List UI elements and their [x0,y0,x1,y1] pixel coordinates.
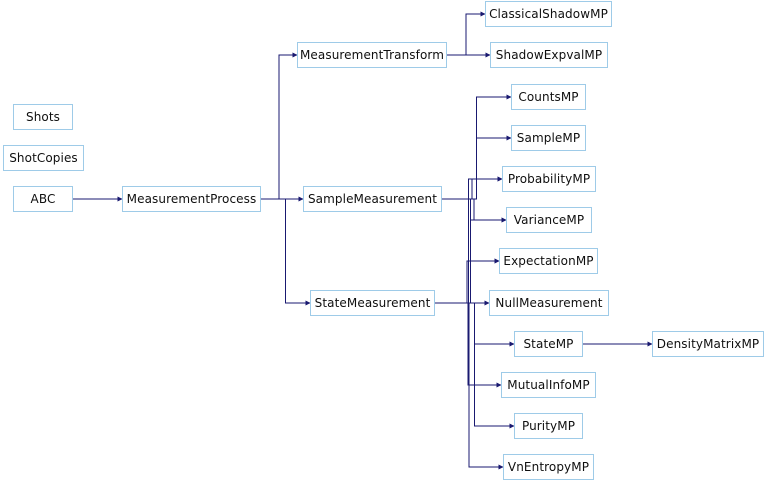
class-node-label: ExpectationMP [503,254,594,268]
class-node-countsmp[interactable]: CountsMP [511,84,586,110]
class-node-label: MeasurementProcess [126,192,257,206]
class-node-puritymp[interactable]: PurityMP [514,413,583,439]
class-node-probabilitymp[interactable]: ProbabilityMP [502,166,596,192]
class-node-label: ShotCopies [9,151,78,165]
class-node-label: StateMP [523,337,574,351]
class-node-classicalshadowmp[interactable]: ClassicalShadowMP [485,1,612,27]
class-node-measurementtransform[interactable]: MeasurementTransform [297,42,447,68]
class-node-statemp[interactable]: StateMP [514,331,583,357]
class-node-statemeasurement[interactable]: StateMeasurement [310,290,435,316]
class-node-label: MutualInfoMP [507,378,590,392]
class-node-label: MeasurementTransform [299,48,445,62]
class-node-variancemp[interactable]: VarianceMP [506,207,592,233]
class-node-label: NullMeasurement [495,296,603,310]
class-node-nullmeasurement[interactable]: NullMeasurement [489,290,609,316]
class-node-shotcopies[interactable]: ShotCopies [3,145,84,171]
class-node-label: SampleMP [516,131,581,145]
class-node-label: ABC [30,192,56,206]
class-node-label: Shots [25,110,61,124]
class-node-label: CountsMP [518,90,579,104]
class-node-shots[interactable]: Shots [13,104,73,130]
class-node-label: ShadowExpvalMP [495,48,603,62]
class-node-densitymatrixmp[interactable]: DensityMatrixMP [652,331,764,357]
class-node-label: VarianceMP [513,213,585,227]
class-node-label: ProbabilityMP [507,172,591,186]
class-node-label: ClassicalShadowMP [489,7,608,21]
class-node-label: PurityMP [521,419,576,433]
class-node-measurementprocess[interactable]: MeasurementProcess [122,186,261,212]
class-node-vnentropymp[interactable]: VnEntropyMP [503,454,594,480]
class-node-samplemeasurement[interactable]: SampleMeasurement [303,186,442,212]
class-node-abc[interactable]: ABC [13,186,73,212]
class-node-shadowexpvalmp[interactable]: ShadowExpvalMP [490,42,608,68]
class-node-label: DensityMatrixMP [656,337,760,351]
class-node-label: VnEntropyMP [507,460,590,474]
class-node-mutualinfomp[interactable]: MutualInfoMP [501,372,596,398]
class-node-label: StateMeasurement [314,296,431,310]
class-node-expectationmp[interactable]: ExpectationMP [499,248,598,274]
class-node-samplemp[interactable]: SampleMP [511,125,586,151]
class-node-label: SampleMeasurement [307,192,438,206]
